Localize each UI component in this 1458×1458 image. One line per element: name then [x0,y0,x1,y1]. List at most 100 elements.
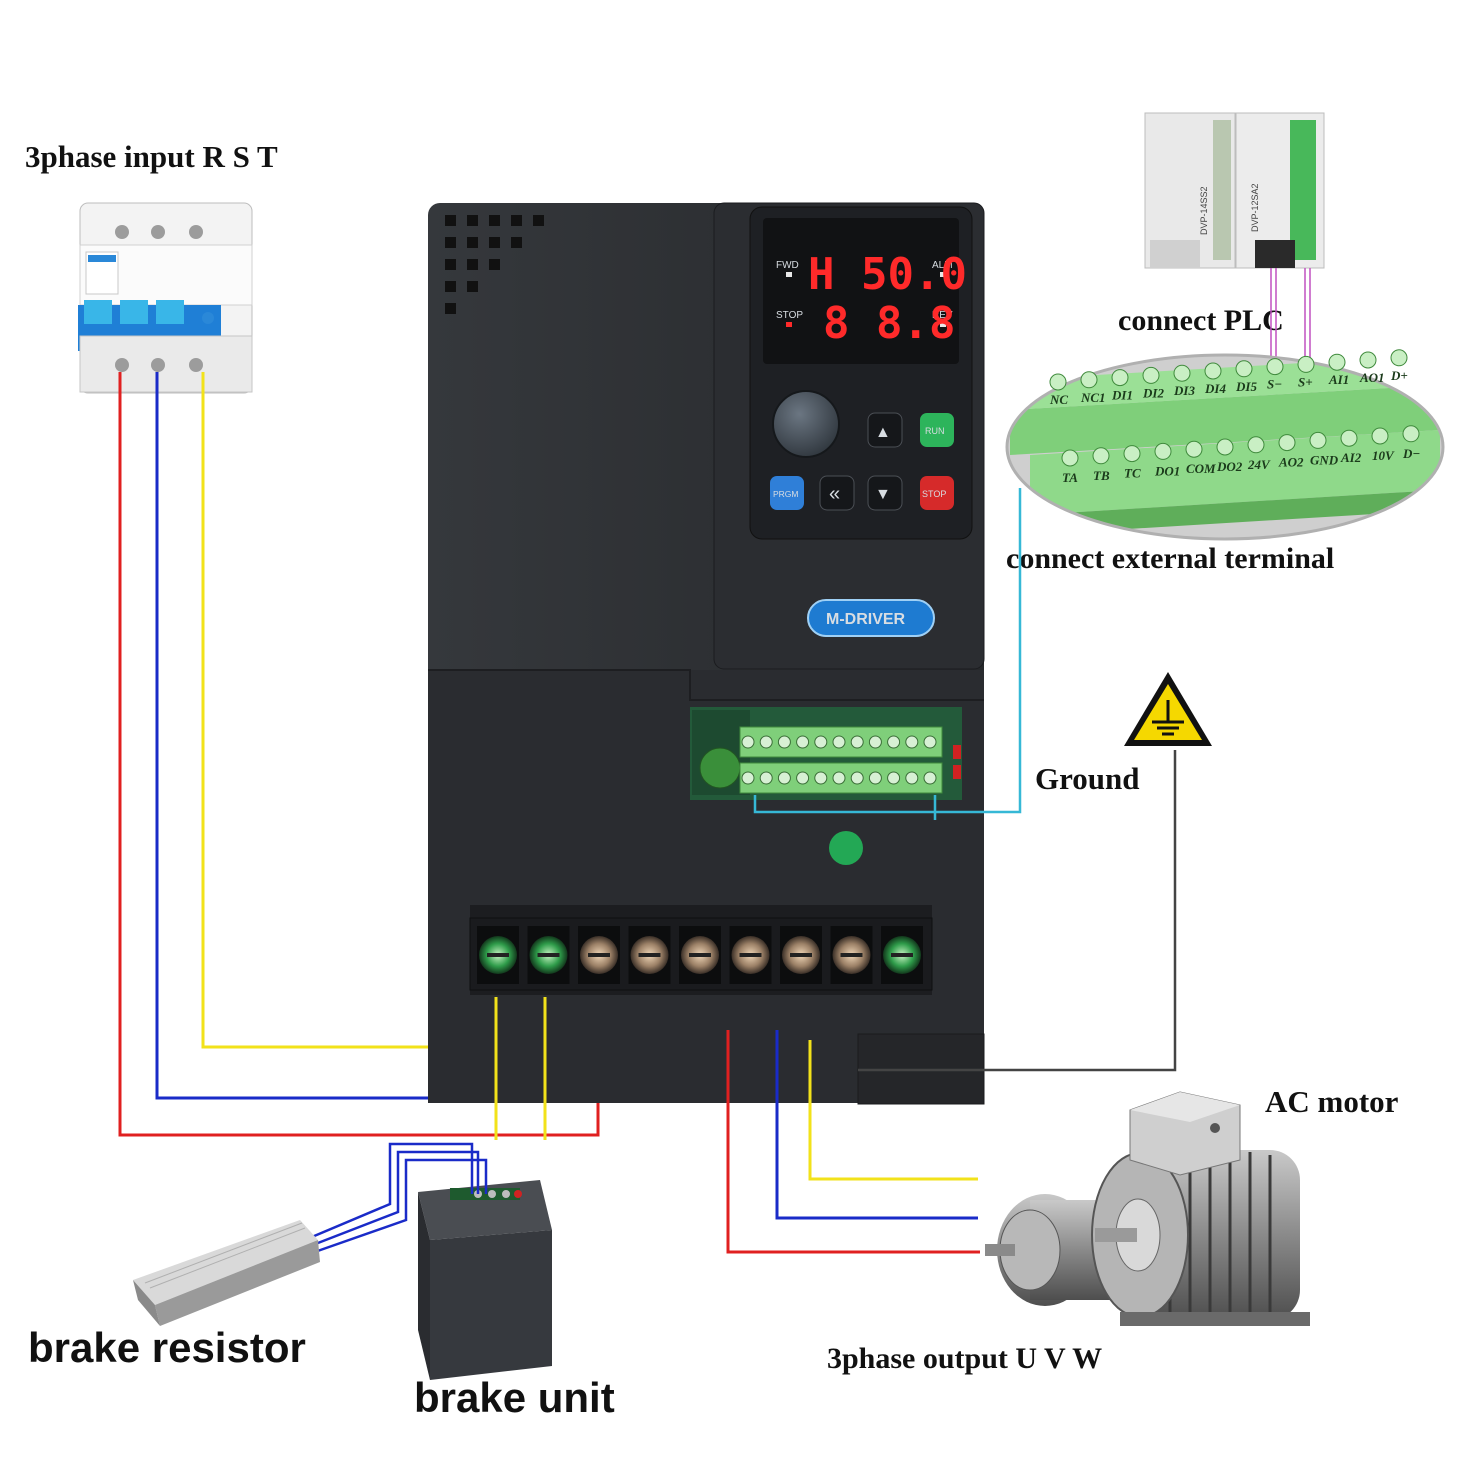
power-terminal-screw [729,926,772,984]
brake-resistor-label: brake resistor [28,1324,306,1371]
terminal-label-top: DI3 [1173,383,1195,398]
control-screw [887,771,901,785]
svg-text:STOP: STOP [922,489,946,499]
terminal-screw [1216,438,1234,456]
terminal-screw [1340,429,1358,447]
svg-text:PRGM: PRGM [773,489,799,499]
terminal-screw [1204,362,1222,380]
control-screw [796,735,810,749]
control-screw [832,771,846,785]
terminal-screw [1328,353,1346,371]
control-screw [850,771,864,785]
output-label: 3phase output U V W [827,1342,1102,1375]
display-line-2: 8 8.8 [823,298,955,349]
control-screw [887,735,901,749]
up-button[interactable]: ▲ [867,412,903,448]
terminal-label-bottom: GND [1310,452,1339,467]
terminal-label-bottom: DO2 [1216,459,1243,474]
rev-indicator: REV [932,310,953,321]
terminal-label-top: NC [1049,392,1068,407]
svg-text:M-DRIVER: M-DRIVER [826,611,906,628]
terminal-screw [1173,364,1191,382]
dial-knob[interactable] [772,390,840,458]
plc-label: connect PLC [1118,304,1284,337]
plc-module [1144,112,1325,269]
terminal-screw [1154,442,1172,460]
control-screw [905,771,919,785]
down-button[interactable]: ▼ [867,475,903,511]
control-screw [923,735,937,749]
circuit-breaker-icon [78,202,253,394]
ground-warning-icon [1124,672,1212,746]
terminal-label-bottom: COM [1186,461,1216,476]
terminal-label-bottom: D− [1402,446,1420,461]
plc-unit-1: DVP-14SS2 [1199,186,1209,235]
control-screw [832,735,846,749]
power-terminal-screw [477,926,519,984]
brake-unit-icon [418,1180,552,1380]
alm-indicator: ALM [932,260,953,271]
control-screw [777,735,791,749]
stop-indicator: STOP [776,310,803,321]
brand-logo: M-DRIVER [807,599,935,637]
plc-unit-2: DVP-12SA2 [1250,183,1260,232]
terminal-screw [1278,434,1296,452]
terminal-label-top: DI4 [1204,381,1226,396]
terminal-label-bottom: 24V [1247,457,1271,472]
phase-u-wire [726,1030,980,1254]
svg-text:RUN: RUN [925,426,945,436]
control-screw [777,771,791,785]
motor-label: AC motor [1265,1084,1399,1119]
control-screw [850,735,864,749]
power-terminal-screw [881,926,923,984]
terminal-screw [1061,449,1079,467]
green-seal-icon [829,831,863,865]
resistor-wires [299,1142,488,1256]
terminal-screw [1142,366,1160,384]
control-terminal-screws [741,735,937,785]
terminal-label-top: DI5 [1235,379,1257,394]
terminal-screw [1371,427,1389,445]
control-screw [814,771,828,785]
stop-button[interactable]: STOP [920,476,954,510]
terminal-screw [1297,355,1315,373]
shift-button[interactable]: « [819,475,855,511]
control-screw [741,735,755,749]
terminal-screw [1359,351,1377,369]
ground-label: Ground [1035,761,1140,796]
power-terminal-screw [527,926,570,984]
prgm-button[interactable]: PRGM [770,476,804,510]
terminal-screw [1235,360,1253,378]
terminal-label-bottom: AO2 [1278,455,1304,470]
control-screw [814,735,828,749]
power-terminal-screw [578,926,620,984]
svg-text:«: « [829,483,840,505]
terminal-screw [1080,371,1098,389]
control-screw [868,735,882,749]
terminal-label-bottom: 10V [1372,448,1395,463]
terminal-label-top: S+ [1298,374,1313,389]
terminal-screw [1247,436,1265,454]
brake-unit-wires [494,997,547,1140]
terminal-screw [1049,373,1067,391]
control-screw [759,771,773,785]
control-screw [868,771,882,785]
run-button[interactable]: RUN [920,413,954,447]
terminal-screw [1309,431,1327,449]
terminal-screw [1266,358,1284,376]
control-screw [741,771,755,785]
terminal-label-bottom: AI2 [1340,450,1362,465]
ground-wire [858,750,1177,1072]
fwd-indicator: FWD [776,260,799,271]
terminal-label-bottom: DO1 [1154,463,1180,478]
terminal-label-bottom: TB [1093,468,1110,483]
display-line-1: H 50.0 [808,249,967,300]
power-terminal-screw [628,926,671,984]
brake-resistor-icon [133,1220,320,1326]
terminal-label-top: AO1 [1359,370,1385,385]
terminal-screw [1402,425,1420,443]
terminal-screw [1185,440,1203,458]
